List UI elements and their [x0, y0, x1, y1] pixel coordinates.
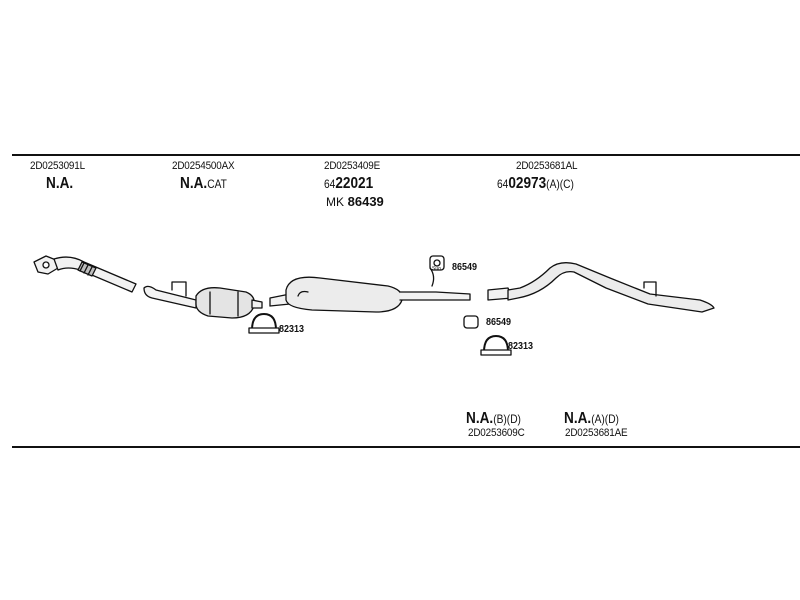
part-number-rear-silencer: 6402973(A)(C) [497, 175, 574, 193]
part-number-suffix: (A)(C) [546, 177, 574, 191]
part-number-main: 22021 [335, 175, 374, 192]
part-code-catalyst: 2D0254500AX [172, 160, 235, 172]
catalytic-converter-part [143, 281, 263, 319]
status-catalyst-label: N.A. [180, 175, 208, 192]
status-bottom-2-label: N.A. [564, 410, 592, 427]
status-bottom-1-suffix: (B)(D) [493, 412, 521, 426]
front-pipe-part [33, 255, 137, 293]
callout-clamp-left: 82313 [279, 324, 305, 335]
status-bottom-1: N.A.(B)(D) [466, 410, 521, 428]
mounting-kit-value: 86439 [347, 194, 384, 209]
clamp-right-icon [480, 335, 512, 356]
status-bottom-1-label: N.A. [466, 410, 494, 427]
part-code-rear-silencer: 2D0253681AL [516, 160, 578, 172]
status-catalyst-suffix: CAT [207, 177, 227, 191]
mounting-kit-number: MK 86439 [326, 194, 384, 209]
callout-hanger-bottom: 86549 [486, 317, 512, 328]
rear-silencer-part [487, 262, 715, 313]
bottom-divider [12, 446, 800, 448]
part-number-prefix: 64 [324, 177, 336, 191]
part-number-main: 02973 [508, 175, 547, 192]
part-number-prefix: 64 [497, 177, 509, 191]
part-code-middle-silencer: 2D0253409E [324, 160, 381, 172]
status-catalyst: N.A.CAT [180, 175, 227, 193]
clamp-left-icon [248, 313, 280, 334]
top-divider [12, 154, 800, 156]
part-number-middle-silencer: 6422021 [324, 175, 373, 193]
status-front-pipe: N.A. [46, 175, 74, 192]
middle-silencer-part [269, 267, 471, 313]
hanger-bottom-icon [463, 315, 479, 329]
status-bottom-2: N.A.(A)(D) [564, 410, 619, 428]
hanger-tag-label: Suo [432, 266, 441, 272]
callout-clamp-right: 82313 [508, 341, 534, 352]
mounting-kit-prefix: MK [326, 195, 344, 209]
part-code-bottom-2: 2D0253681AE [565, 427, 628, 439]
hanger-top-icon [429, 255, 445, 271]
part-code-front-pipe: 2D0253091L [30, 160, 85, 172]
part-code-bottom-1: 2D0253609C [468, 427, 525, 439]
status-bottom-2-suffix: (A)(D) [591, 412, 619, 426]
callout-hanger-top: 86549 [452, 262, 478, 273]
